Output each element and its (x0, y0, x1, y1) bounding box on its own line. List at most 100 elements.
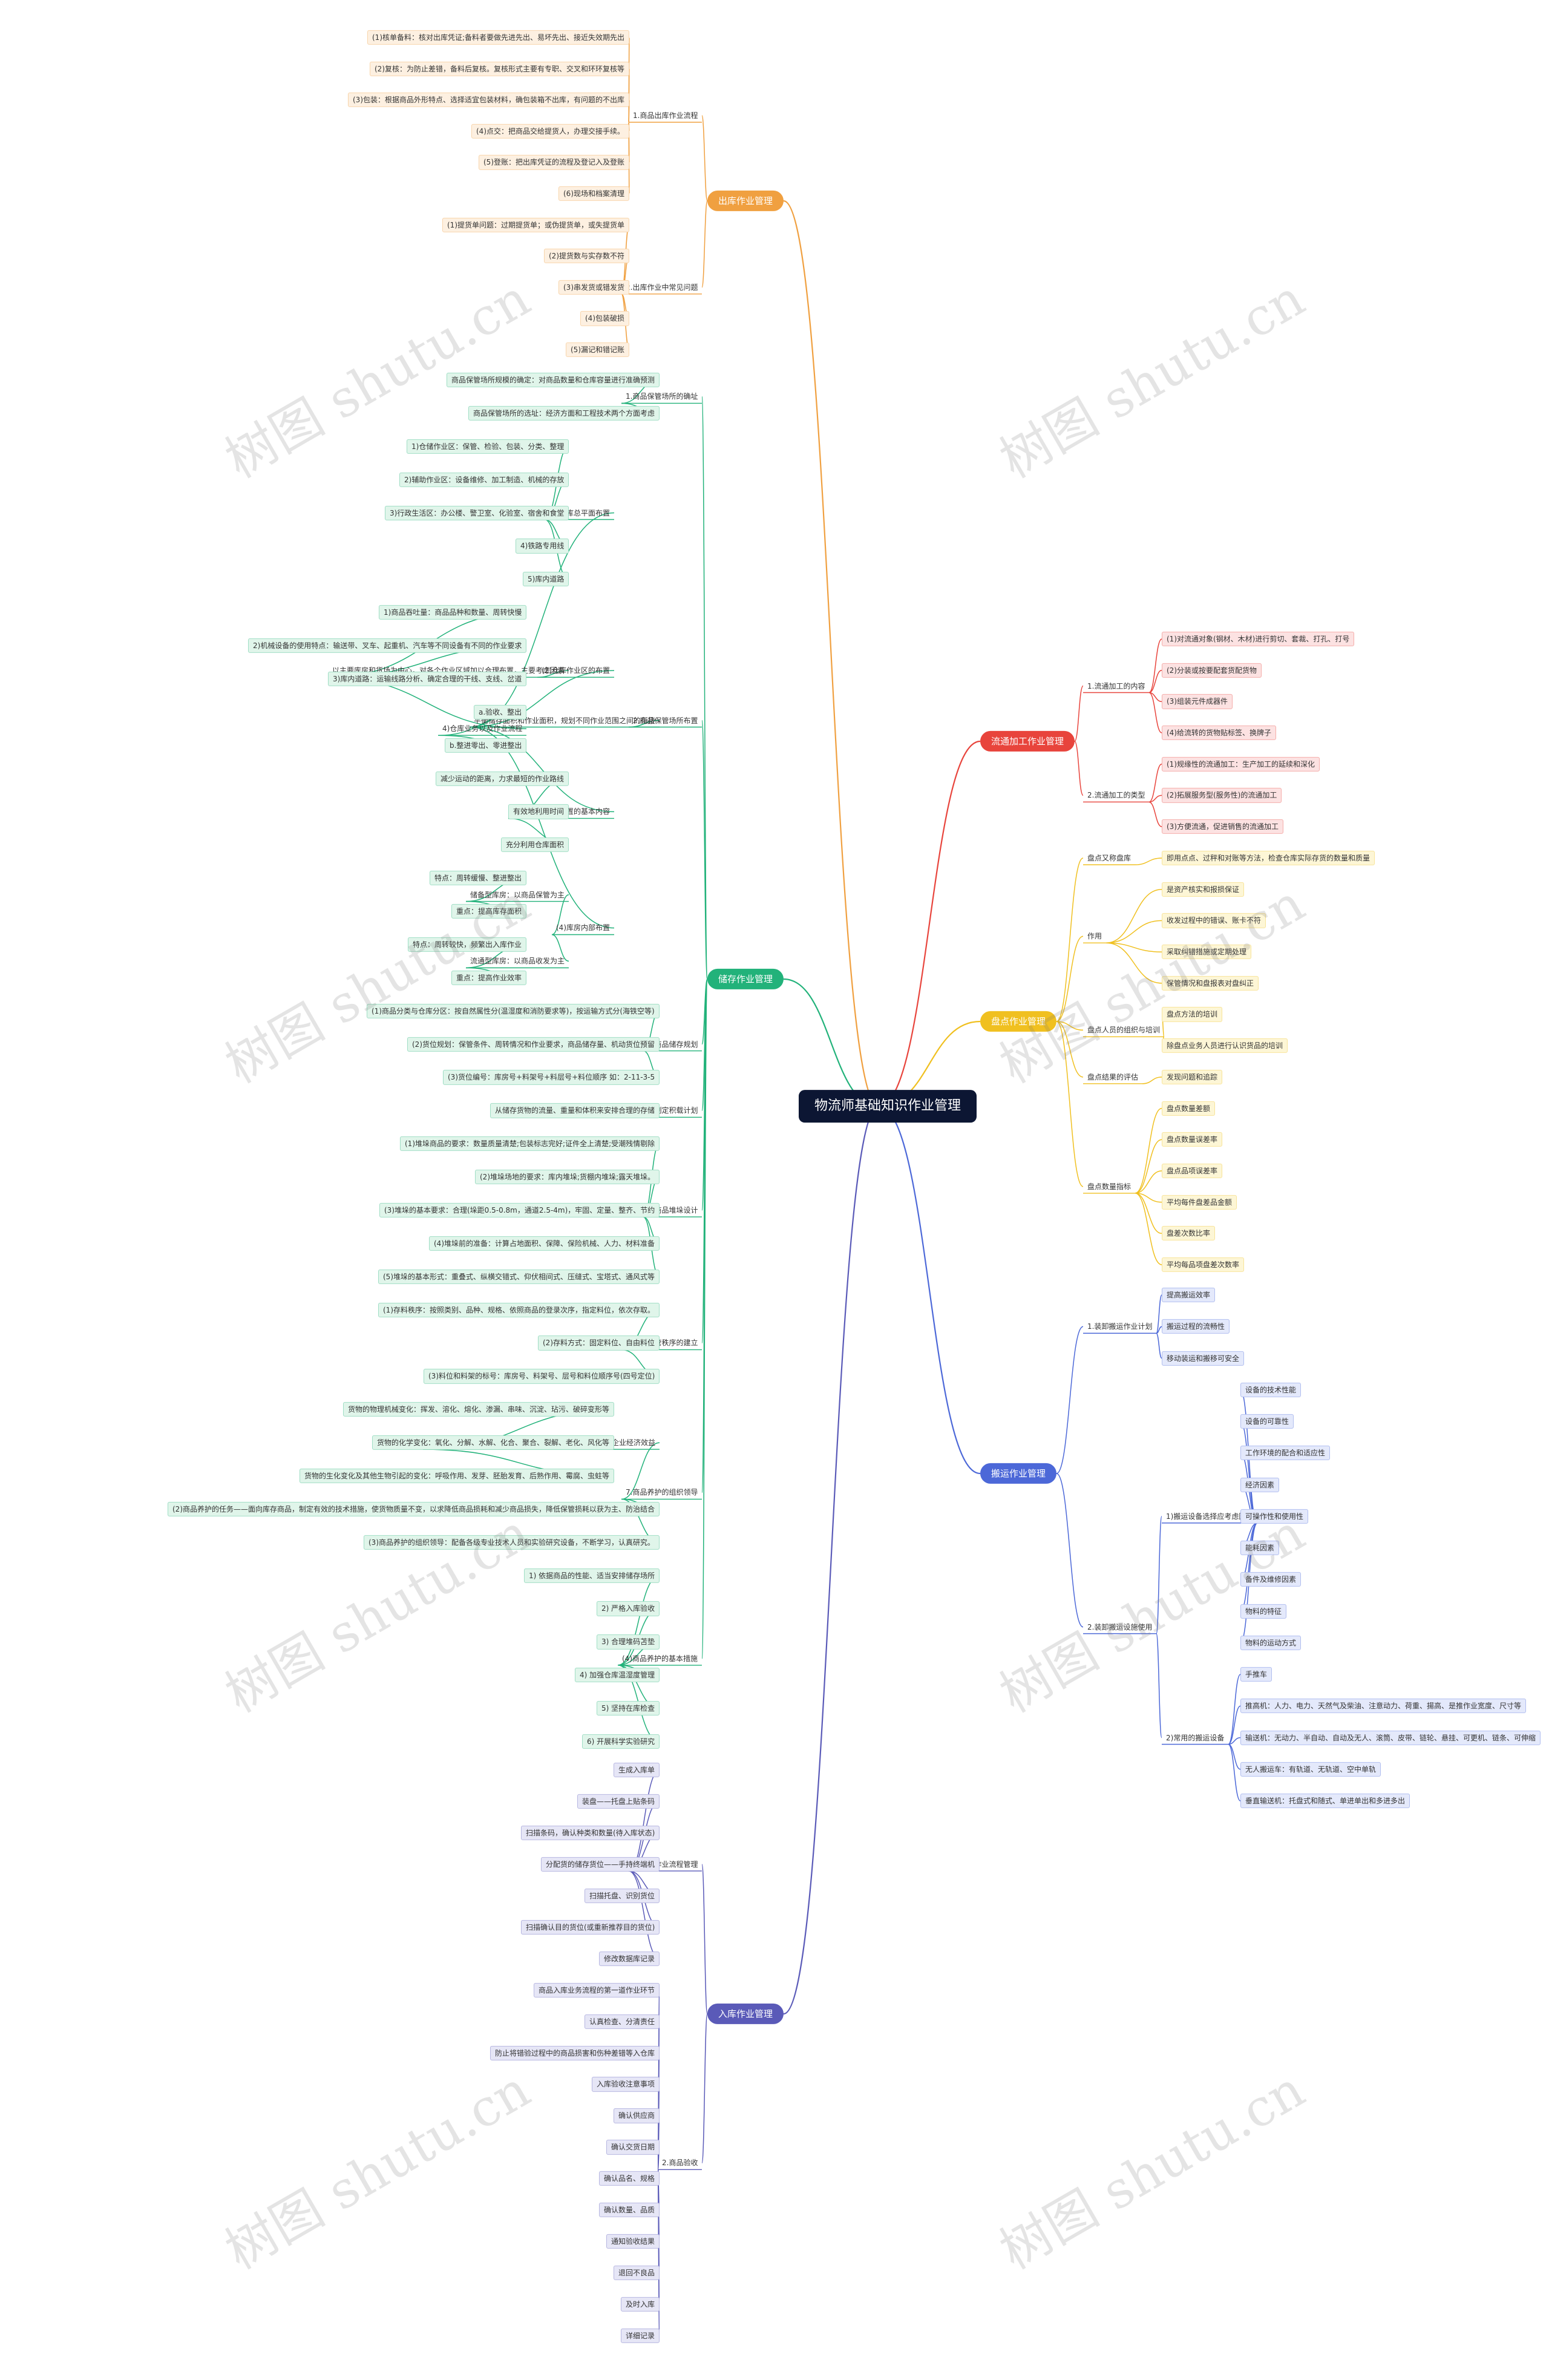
leaf-node[interactable]: 输送机：无动力、半自动、自动及无人、滚筒、皮带、链轮、悬挂、可更机、链条、可伸缩 (1240, 1730, 1541, 1745)
leaf-node[interactable]: (1)规缘性的流通加工：生产加工的延续和深化 (1162, 756, 1320, 772)
topic-node[interactable]: 2.装卸搬运设施使用 (1087, 1622, 1153, 1631)
leaf-node[interactable]: 1)商品吞吐量：商品品种和数量、周转快慢 (379, 605, 527, 620)
topic-node[interactable]: 1.装卸搬运作业计划 (1087, 1322, 1153, 1331)
leaf-node[interactable]: (1)对流通对象(钢材、木材)进行剪切、套裁、打孔、打号 (1162, 631, 1355, 647)
topic-node[interactable]: 4)仓库业务以及作业流程 (442, 724, 523, 733)
leaf-node[interactable]: 设备的技术性能 (1240, 1382, 1302, 1397)
leaf-node[interactable]: (5)堆垛的基本形式：重叠式、纵横交错式、仰伏相间式、压缝式、宝塔式、通风式等 (378, 1269, 660, 1284)
leaf-node[interactable]: 有效地利用时间 (508, 804, 569, 819)
leaf-node[interactable]: 确认交货日期 (606, 2140, 660, 2155)
leaf-node[interactable]: 1) 依据商品的性能、适当安排储存场所 (524, 1568, 660, 1583)
topic-node[interactable]: (4)商品养护的基本措施 (622, 1654, 698, 1663)
leaf-node[interactable]: (3)商品养护的组织领导：配备各级专业技术人员和实验研究设备，不断学习，认真研究… (364, 1535, 660, 1550)
topic-node[interactable]: 盘点又称盘库 (1087, 853, 1131, 862)
leaf-node[interactable]: 物料的运动方式 (1240, 1635, 1302, 1650)
leaf-node[interactable]: 平均每品项盘差次数率 (1162, 1257, 1245, 1273)
topic-node[interactable]: 盘点结果的评估 (1087, 1072, 1139, 1081)
leaf-node[interactable]: (2)商品养护的任务——面向库存商品，制定有效的技术措施，使货物质量不变，以求降… (168, 1501, 660, 1516)
leaf-node[interactable]: 提高搬运效率 (1162, 1287, 1216, 1303)
leaf-node[interactable]: (2)存料方式：固定料位、自由料位 (538, 1336, 660, 1351)
leaf-node[interactable]: 扫描条码，确认种类和数量(待入库状态) (521, 1825, 660, 1840)
leaf-node[interactable]: (3)包装：根据商品外形特点、选择适宜包装材料，确包装箱不出库，有问题的不出库 (348, 93, 630, 108)
leaf-node[interactable]: (2)复核：为防止差错，备料后复核。复核形式主要有专职、交叉和环环复核等 (370, 61, 630, 76)
branch-4[interactable]: 盘点作业管理 (980, 1011, 1057, 1032)
leaf-node[interactable]: (2)拓展服务型(服务性)的流通加工 (1162, 788, 1282, 803)
leaf-node[interactable]: (3)组装元件成器件 (1162, 694, 1233, 709)
topic-node[interactable]: 7.商品养护的组织领导 (626, 1488, 698, 1497)
leaf-node[interactable]: (4)堆垛前的准备：计算占地面积、保障、保险机械、人力、材料准备 (429, 1236, 660, 1251)
leaf-node[interactable]: (5)漏记和错记账 (566, 342, 629, 358)
leaf-node[interactable]: 移动装运和搬移可安全 (1162, 1351, 1245, 1366)
leaf-node[interactable]: 入库验收注意事项 (592, 2077, 660, 2092)
leaf-node[interactable]: 盘差次数比率 (1162, 1226, 1216, 1241)
leaf-node[interactable]: 工作环境的配合和适应性 (1240, 1446, 1331, 1461)
leaf-node[interactable]: 5) 坚持在库检查 (597, 1701, 660, 1716)
leaf-node[interactable]: 确认品名、规格 (599, 2171, 660, 2186)
leaf-node[interactable]: 从储存货物的流量、重量和体积来安排合理的存储 (490, 1103, 660, 1118)
topic-node[interactable]: 盘点数量指标 (1087, 1182, 1131, 1191)
leaf-node[interactable]: 扫描确认目的货位(或重新推荐目的货位) (521, 1919, 660, 1935)
topic-node[interactable]: 5.商品堆垛设计 (647, 1205, 698, 1215)
leaf-node[interactable]: a.验收、整出 (474, 704, 527, 720)
leaf-node[interactable]: 及时入库 (621, 2296, 660, 2312)
leaf-node[interactable]: 修改数据库记录 (599, 1951, 660, 1966)
leaf-node[interactable]: (5)登账：把出库凭证的流程及登记入及登账 (479, 155, 629, 170)
leaf-node[interactable]: 商品保管场所的选址：经济方面和工程技术两个方面考虑 (468, 405, 660, 421)
topic-node[interactable]: 2.商品验收 (662, 2159, 698, 2168)
leaf-node[interactable]: 可操作性和使用性 (1240, 1509, 1309, 1524)
branch-0[interactable]: 出库作业管理 (707, 190, 784, 212)
leaf-node[interactable]: 盘点方法的培训 (1162, 1007, 1223, 1022)
leaf-node[interactable]: 货物的化学变化：氧化、分解、水解、化合、聚合、裂解、老化、风化等 (372, 1435, 615, 1451)
leaf-node[interactable]: (6)现场和档案清理 (558, 186, 629, 202)
leaf-node[interactable]: (2)提货数与实存数不符 (544, 249, 629, 264)
leaf-node[interactable]: 货物的物理机械变化：挥发、溶化、熔化、渗漏、串味、沉淀、玷污、破碎变形等 (343, 1402, 615, 1417)
leaf-node[interactable]: 商品入库业务流程的第一道作业环节 (534, 1982, 660, 1998)
leaf-node[interactable]: 充分利用仓库面积 (501, 838, 569, 853)
topic-node[interactable]: 4.制定积载计划 (647, 1106, 698, 1115)
leaf-node[interactable]: 确认供应商 (614, 2108, 660, 2123)
leaf-node[interactable]: 通知验收结果 (606, 2234, 660, 2249)
leaf-node[interactable]: 即用点点、过秤和对账等方法，检查仓库实际存货的数量和质量 (1162, 850, 1375, 866)
topic-node[interactable]: (2)仓库作业区的布置 (542, 666, 610, 675)
leaf-node[interactable]: (1)提货单问题：过期提货单；或伪提货单，或失提货单 (442, 217, 630, 232)
leaf-node[interactable]: (3)料位和料架的标号：库房号、料架号、层号和料位顺序号(四号定位) (424, 1369, 660, 1384)
leaf-node[interactable]: 设备的可靠性 (1240, 1414, 1294, 1429)
leaf-node[interactable]: b.整进零出、零进整出 (445, 738, 527, 753)
leaf-node[interactable]: 采取纠错措施或定期处理 (1162, 944, 1252, 960)
leaf-node[interactable]: 无人搬运车：有轨道、无轨道、空中单轨 (1240, 1762, 1381, 1777)
leaf-node[interactable]: 推高机：人力、电力、天然气及柴油、注意动力、荷重、揚高、是推作业宽度、尺寸等 (1240, 1699, 1527, 1714)
leaf-node[interactable]: 平均每件盘差品金额 (1162, 1195, 1237, 1210)
topic-node[interactable]: 1.商品保管场所的确址 (626, 392, 698, 401)
leaf-node[interactable]: 盘点品项误差率 (1162, 1163, 1223, 1179)
root-topic[interactable]: 物流师基础知识作业管理 (799, 1090, 977, 1123)
leaf-node[interactable]: 收发过程中的错误、账卡不符 (1162, 913, 1266, 928)
leaf-node[interactable]: (2)货位规划：保管条件、周转情况和作业要求，商品储存量、机动货位预留 (407, 1037, 660, 1052)
leaf-node[interactable]: (3)堆垛的基本要求：合理(垛距0.5-0.8m，通道2.5-4m)，牢固、定量… (379, 1202, 660, 1218)
leaf-node[interactable]: (1)堆垛商品的要求：数量质量清楚;包装标志完好;证件全上清楚;受潮残情剔除 (400, 1136, 660, 1152)
branch-3[interactable]: 流通加工作业管理 (980, 730, 1075, 752)
leaf-node[interactable]: 3)行政生活区：办公楼、警卫室、化验室、宿舍和食堂 (385, 505, 569, 520)
leaf-node[interactable]: 备件及维修因素 (1240, 1572, 1302, 1587)
leaf-node[interactable]: 经济因素 (1240, 1477, 1280, 1492)
leaf-node[interactable]: 2) 严格入库验收 (597, 1601, 660, 1616)
leaf-node[interactable]: 2)机械设备的使用特点：输送带、叉车、起重机、汽车等不同设备有不同的作业要求 (248, 638, 527, 654)
topic-node[interactable]: 2.流通加工的类型 (1087, 791, 1145, 800)
leaf-node[interactable]: 手推车 (1240, 1667, 1272, 1682)
leaf-node[interactable]: 退回不良品 (614, 2266, 660, 2281)
leaf-node[interactable]: 详细记录 (621, 2328, 660, 2344)
topic-node[interactable]: (4)库房内部布置 (556, 923, 610, 933)
leaf-node[interactable]: 除盘点业务人员进行认识货品的培训 (1162, 1038, 1288, 1054)
leaf-node[interactable]: (1)商品分类与仓库分区：按自然属性分(温湿度和消防要求等)，按运输方式分(海铁… (367, 1003, 660, 1018)
leaf-node[interactable]: 5)库内道路 (523, 572, 569, 587)
branch-1[interactable]: 储存作业管理 (707, 968, 784, 990)
leaf-node[interactable]: 4)铁路专用线 (516, 539, 569, 554)
leaf-node[interactable]: 2)辅助作业区：设备维修、加工制造、机械的存放 (399, 472, 569, 487)
leaf-node[interactable]: 扫描托盘、识别货位 (585, 1888, 660, 1903)
leaf-node[interactable]: 盘点数量误差率 (1162, 1132, 1223, 1147)
leaf-node[interactable]: 货物的生化变化及其他生物引起的变化：呼吸作用、发芽、胚胎发育、后熟作用、霉腐、虫… (300, 1468, 615, 1484)
topic-node[interactable]: 2.商品保管场所布置 (633, 716, 698, 725)
leaf-node[interactable]: 生成入库单 (614, 1762, 660, 1778)
leaf-node[interactable]: (4)给流转的货物贴标签、换牌子 (1162, 725, 1276, 741)
leaf-node[interactable]: (2)分装或按要配套货配货物 (1162, 663, 1262, 678)
leaf-node[interactable]: 能耗因素 (1240, 1540, 1280, 1556)
